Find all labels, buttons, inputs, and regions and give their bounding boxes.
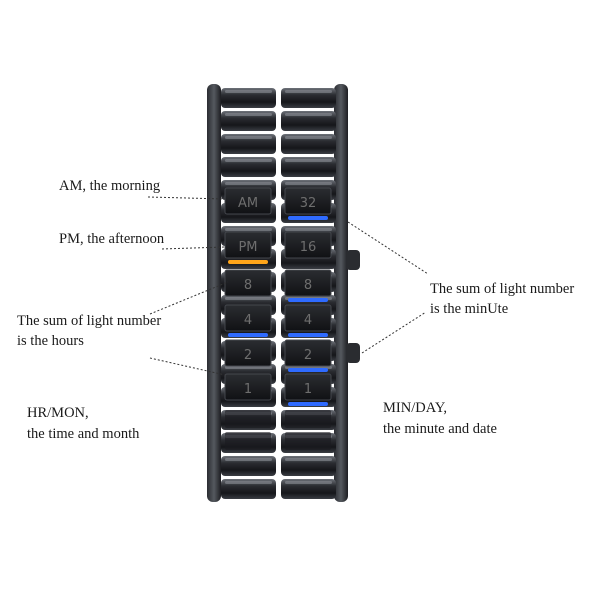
segment-face: [284, 231, 332, 259]
label-hr-mon-line1: HR/MON,: [27, 405, 89, 421]
link-highlight: [285, 228, 332, 231]
segment-face: [224, 187, 272, 215]
left-led-lit: [228, 333, 268, 337]
link-highlight: [225, 182, 272, 185]
label-min-day-line2: the minute and date: [383, 421, 497, 437]
left-segment-number: 2: [244, 348, 252, 363]
link-highlight: [225, 297, 272, 300]
segment-face: [284, 373, 332, 401]
unlit-segment: [225, 432, 271, 450]
unlit-segment: [285, 410, 331, 428]
right-segment-number: 2: [304, 348, 312, 363]
unlit-segment: [225, 410, 271, 428]
link-highlight: [225, 159, 272, 162]
segment-face: [224, 304, 272, 332]
display-segments: [224, 187, 332, 450]
right-segment-number: 4: [304, 313, 312, 328]
link-highlight: [225, 228, 272, 231]
left-segment-number: AM: [238, 196, 258, 211]
label-pm: PM, the afternoon: [59, 231, 165, 247]
label-minute-line2: is the minUte: [430, 301, 509, 317]
left-rail: [207, 84, 221, 502]
right-led-lit: [288, 298, 328, 302]
link-highlight: [285, 182, 332, 185]
left-segment-number: 8: [244, 278, 252, 293]
unlit-segment: [285, 432, 331, 450]
segment-face: [224, 373, 272, 401]
label-hr-mon-line2: the time and month: [27, 426, 140, 442]
label-am: AM, the morning: [59, 178, 161, 194]
left-led-lit: [228, 260, 268, 264]
link-highlight: [225, 90, 272, 93]
right-segment-number: 8: [304, 278, 312, 293]
label-minute-line1: The sum of light number: [430, 281, 575, 297]
right-segment-number: 32: [300, 196, 317, 211]
label-min-day-line1: MIN/DAY,: [383, 400, 448, 416]
link-highlight: [225, 458, 272, 461]
right-rail: [334, 84, 348, 502]
segment-face: [284, 269, 332, 297]
right-led-lit: [288, 368, 328, 372]
right-segment-number: 1: [304, 382, 312, 397]
left-segment-number: 4: [244, 313, 252, 328]
segment-face: [224, 339, 272, 367]
crown-button-top: [346, 250, 360, 270]
right-led-lit: [288, 216, 328, 220]
link-highlight: [225, 113, 272, 116]
segment-face: [284, 339, 332, 367]
right-segment-number: 16: [300, 240, 317, 255]
link-highlight: [225, 366, 272, 369]
link-highlight: [285, 136, 332, 139]
segment-face: [284, 304, 332, 332]
link-highlight: [225, 481, 272, 484]
link-highlight: [285, 159, 332, 162]
left-segment-number: PM: [238, 240, 257, 255]
link-highlight: [225, 136, 272, 139]
link-highlight: [285, 90, 332, 93]
segment-face: [224, 231, 272, 259]
right-led-lit: [288, 402, 328, 406]
label-hours-line2: is the hours: [17, 333, 84, 349]
link-highlight: [285, 113, 332, 116]
label-hours-line1: The sum of light number: [17, 313, 162, 329]
right-led-lit: [288, 333, 328, 337]
left-segment-number: 1: [244, 382, 252, 397]
segment-face: [284, 187, 332, 215]
link-highlight: [285, 481, 332, 484]
led-indicators: [228, 216, 328, 406]
link-highlight: [285, 458, 332, 461]
crown-button-bottom: [346, 343, 360, 363]
